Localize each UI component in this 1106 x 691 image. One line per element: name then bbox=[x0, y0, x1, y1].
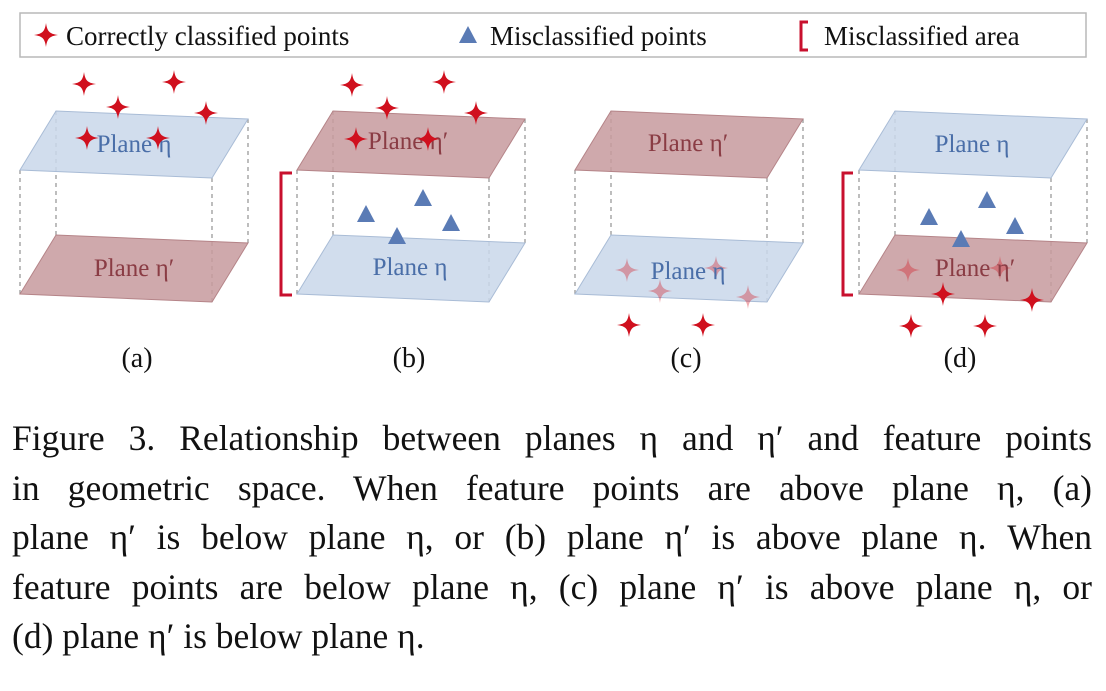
plane-eta-top bbox=[19, 110, 249, 179]
figure-diagram: Correctly classified points Misclassifie… bbox=[19, 12, 1088, 374]
plane-eta-bottom bbox=[574, 234, 804, 303]
plane-eta-prime-top bbox=[296, 110, 526, 179]
legend-mis-area-label: Misclassified area bbox=[824, 21, 1020, 51]
correct-points bbox=[617, 313, 715, 337]
panel-b: Plane η Plane η′ (b) bbox=[279, 70, 526, 374]
top-plane-label: Plane η bbox=[935, 131, 1010, 158]
legend-box bbox=[19, 12, 1087, 58]
plane-eta-prime-bottom bbox=[19, 234, 249, 303]
bottom-plane-label: Plane η′ bbox=[94, 255, 174, 282]
caption-line: in geometric space. When feature points … bbox=[12, 467, 1092, 508]
panel-label: (b) bbox=[393, 343, 426, 374]
bottom-plane-label: Plane η bbox=[651, 258, 726, 285]
figure-caption: Figure 3. Relationship between planes η … bbox=[12, 414, 1092, 662]
panel-c: Plane η Plane η′ (c) bbox=[574, 110, 804, 374]
top-plane-label: Plane η′ bbox=[368, 128, 448, 155]
legend-correct-label: Correctly classified points bbox=[66, 21, 349, 51]
panel-label: (d) bbox=[944, 343, 977, 374]
plane-eta-bottom bbox=[296, 234, 526, 303]
misclassified-points bbox=[357, 189, 460, 244]
plane-eta-prime-top bbox=[574, 110, 804, 179]
legend-bracket-icon bbox=[799, 20, 808, 52]
misclassified-points bbox=[920, 191, 1024, 234]
plane-eta-prime-bottom bbox=[858, 234, 1088, 303]
bottom-plane-label: Plane η′ bbox=[935, 255, 1015, 282]
panel-a: Plane η′ Plane η (a) bbox=[19, 70, 249, 374]
caption-line: feature points are below plane η, (c) pl… bbox=[12, 566, 1092, 607]
bottom-plane-label: Plane η bbox=[373, 254, 448, 281]
panel-d: Plane η′ Plane η (d) bbox=[841, 110, 1088, 374]
plane-eta-top bbox=[858, 110, 1088, 179]
panel-label: (a) bbox=[121, 343, 152, 374]
panel-label: (c) bbox=[670, 343, 701, 374]
caption-line: (d) plane η′ is below plane η. bbox=[12, 616, 425, 656]
caption-line: plane η′ is below plane η, or (b) plane … bbox=[12, 517, 1092, 557]
misclassified-area-bracket bbox=[279, 171, 292, 297]
caption-line: Figure 3. Relationship between planes η … bbox=[12, 418, 1092, 458]
legend: Correctly classified points Misclassifie… bbox=[19, 12, 1087, 58]
legend-mis-points-label: Misclassified points bbox=[490, 21, 707, 51]
misclassified-area-bracket bbox=[841, 171, 853, 297]
top-plane-label: Plane η′ bbox=[648, 130, 728, 157]
